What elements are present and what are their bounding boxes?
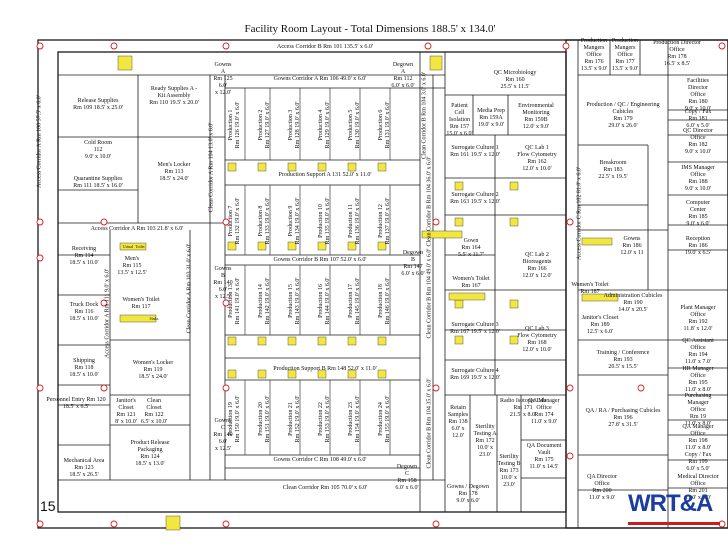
page-number: 15 — [40, 498, 56, 514]
logo-underline — [628, 522, 720, 525]
page-title: Facility Room Layout - Total Dimensions … — [244, 23, 496, 35]
door-markers — [36, 42, 726, 528]
building-walls — [37, 39, 728, 529]
airlock-markers — [117, 55, 619, 531]
company-logo: WRT&A — [628, 490, 724, 525]
logo-text: WRT&A — [628, 490, 713, 517]
interior-walls — [58, 40, 728, 528]
production-partitions — [244, 88, 391, 455]
